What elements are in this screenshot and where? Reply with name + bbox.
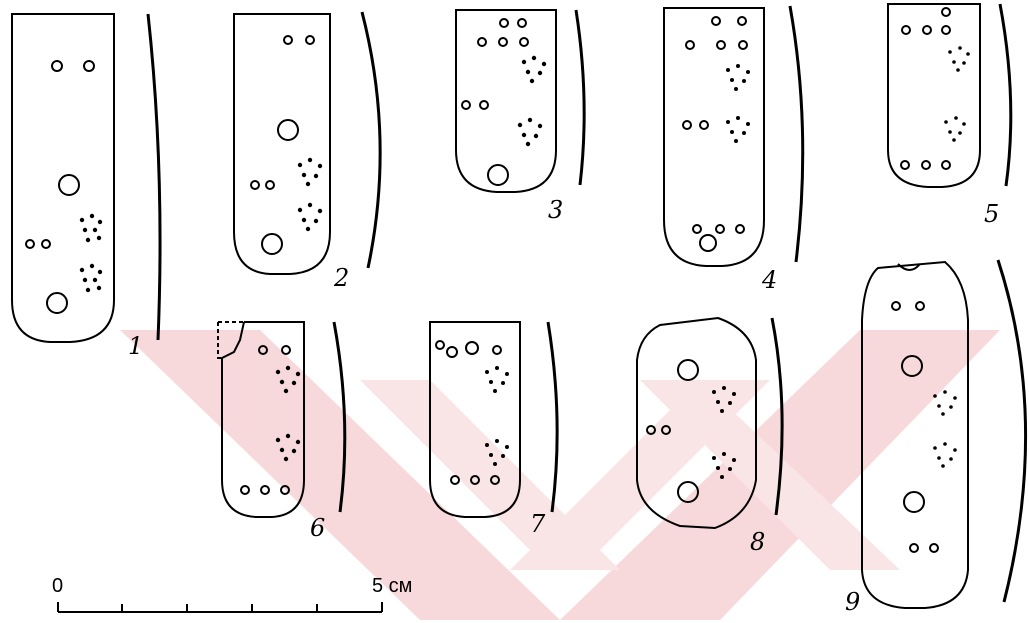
plate-label-2: 2 <box>333 264 349 292</box>
plate-7-dot-rosettes <box>485 366 509 466</box>
plate-2 <box>233 11 382 275</box>
plate-label-9: 9 <box>845 588 860 616</box>
plate-5-dot-rosettes <box>944 46 970 142</box>
plate-8-dot-rosettes <box>712 386 736 479</box>
plate-1 <box>11 13 162 343</box>
plate-6 <box>217 321 347 518</box>
plate-2-dot-rosettes <box>297 157 323 232</box>
plate-label-1: 1 <box>128 332 143 360</box>
plate-8 <box>636 316 784 530</box>
scale-start-label: 0 <box>52 575 63 597</box>
plate-6-dot-rosettes <box>275 365 301 462</box>
plate-4-dot-rosettes <box>726 64 750 143</box>
x-logo-watermark <box>120 330 1000 620</box>
scale-end-label: 5 см <box>372 575 412 597</box>
plate-label-6: 6 <box>310 514 325 542</box>
plate-1-dot-rosettes <box>79 213 103 293</box>
plate-label-4: 4 <box>761 266 777 294</box>
scale-bar <box>57 602 383 613</box>
plate-label-7: 7 <box>530 510 546 538</box>
plate-label-3: 3 <box>548 196 563 224</box>
plate-5 <box>887 3 1013 188</box>
plate-4 <box>663 5 805 267</box>
plate-label-8: 8 <box>750 528 765 556</box>
plate-3 <box>455 9 586 193</box>
plate-9-dot-rosettes <box>933 390 957 468</box>
plate-3-dot-rosettes <box>517 55 547 147</box>
plate-9 <box>861 259 1028 609</box>
plate-label-5: 5 <box>984 200 999 228</box>
plate-7 <box>429 321 559 518</box>
